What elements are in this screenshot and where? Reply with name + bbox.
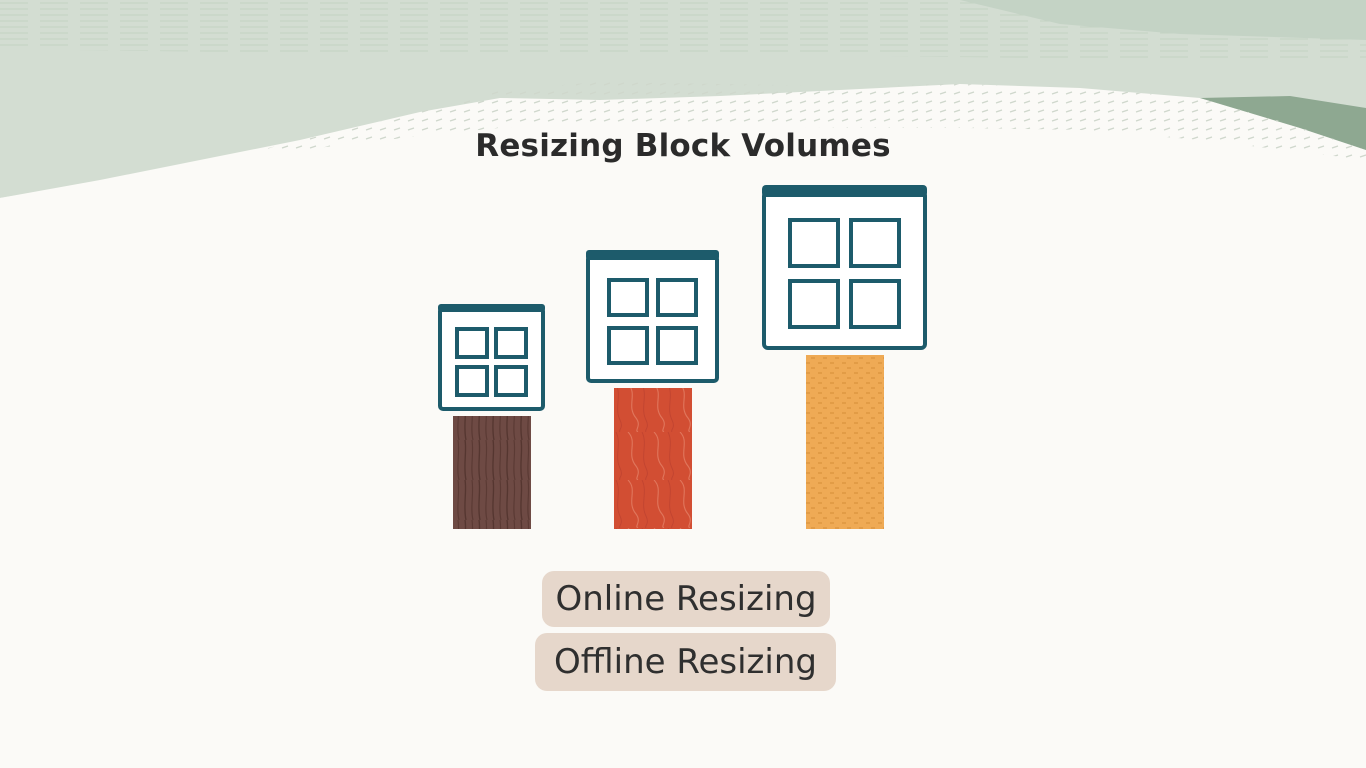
offline-resizing-label: Offline Resizing	[535, 633, 836, 691]
window-grid-icon	[762, 185, 927, 350]
pillar-large	[806, 355, 884, 529]
online-resizing-label: Online Resizing	[542, 571, 830, 627]
pillar-small	[453, 416, 531, 529]
large-volume	[762, 185, 927, 529]
medium-volume	[586, 250, 719, 529]
page-title: Resizing Block Volumes	[475, 128, 891, 164]
window-grid-icon	[438, 304, 545, 411]
pillar-medium	[614, 388, 692, 529]
window-grid-icon	[586, 250, 719, 383]
small-volume	[438, 304, 545, 529]
